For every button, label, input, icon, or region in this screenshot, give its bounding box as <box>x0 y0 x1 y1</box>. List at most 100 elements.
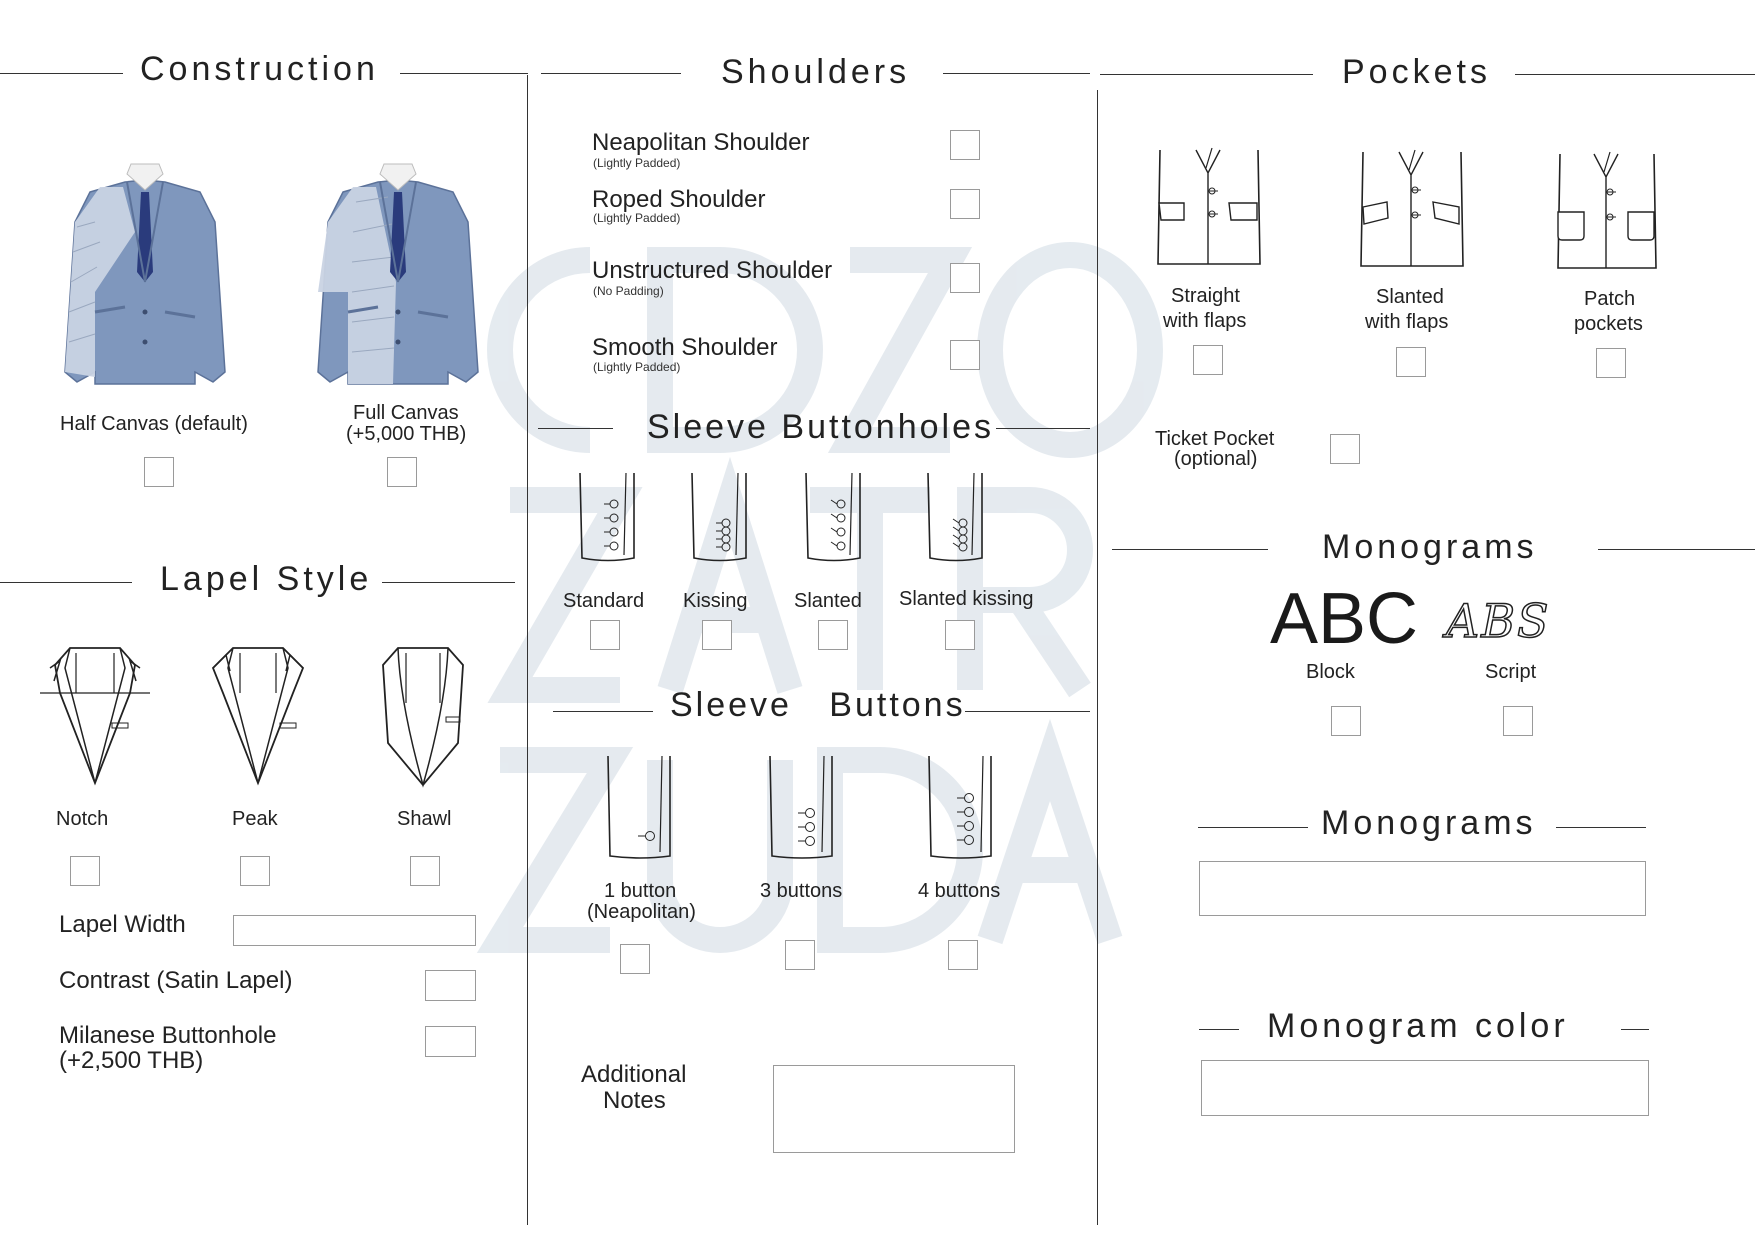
monograms-text-rule-left <box>1198 827 1308 828</box>
four-buttons-label: 4 buttons <box>918 880 1001 902</box>
ticket-pocket-checkbox[interactable] <box>1330 434 1360 464</box>
pockets-title: Pockets <box>1342 53 1491 91</box>
one-button-sleeve-icon <box>607 755 671 859</box>
lapel-width-field[interactable] <box>233 915 476 946</box>
monograms-text-title: Monograms <box>1321 804 1537 842</box>
shawl-label: Shawl <box>397 808 452 830</box>
standard-label: Standard <box>563 590 645 612</box>
lapel-width-label: Lapel Width <box>59 911 186 938</box>
slanted-flaps-label: Slanted <box>1376 286 1444 308</box>
shoulders-rule-right <box>943 73 1090 74</box>
standard-buttonhole-checkbox[interactable] <box>590 620 620 650</box>
monograms-style-title: Monograms <box>1322 528 1538 566</box>
slanted-flaps-checkbox[interactable] <box>1396 347 1426 377</box>
full-canvas-checkbox[interactable] <box>387 457 417 487</box>
lapel-rule-left <box>0 582 132 583</box>
standard-buttonhole-sleeve-icon <box>579 472 635 562</box>
kissing-label: Kissing <box>683 590 748 612</box>
contrast-satin-lapel-field[interactable] <box>425 970 476 1001</box>
peak-lapel-icon <box>211 647 305 786</box>
half-canvas-checkbox[interactable] <box>144 457 174 487</box>
peak-label: Peak <box>232 808 278 830</box>
construction-rule-left <box>0 73 123 74</box>
one-button-checkbox[interactable] <box>620 944 650 974</box>
construction-rule-right <box>400 73 528 74</box>
ticket-pocket-label: Ticket Pocket <box>1155 428 1275 450</box>
monograms-rule-left <box>1112 549 1268 550</box>
monogram-color-field[interactable] <box>1201 1060 1649 1116</box>
slanted-kissing-buttonhole-checkbox[interactable] <box>945 620 975 650</box>
half-canvas-label: Half Canvas (default) <box>60 413 248 435</box>
kissing-buttonhole-sleeve-icon <box>691 472 747 562</box>
slanted-buttonhole-sleeve-icon <box>805 472 861 562</box>
straight-flaps-checkbox[interactable] <box>1193 345 1223 375</box>
neapolitan-shoulder-label: Neapolitan Shoulder <box>592 129 810 156</box>
block-monogram-sample: ABC <box>1270 579 1419 659</box>
additional-notes-label-2: Notes <box>603 1087 666 1114</box>
patch-pocket-icon <box>1557 151 1657 269</box>
notch-checkbox[interactable] <box>70 856 100 886</box>
unstructured-shoulder-note: (No Padding) <box>593 284 664 298</box>
full-canvas-jacket-image <box>317 163 479 385</box>
shoulders-title: Shoulders <box>721 53 911 91</box>
four-buttons-checkbox[interactable] <box>948 940 978 970</box>
script-monogram-sample: ABS <box>1445 594 1551 648</box>
notch-lapel-icon <box>40 647 150 786</box>
additional-notes-field[interactable] <box>773 1065 1015 1153</box>
lapel-style-title: Lapel Style <box>160 560 373 598</box>
patch-pockets-checkbox[interactable] <box>1596 348 1626 378</box>
notch-label: Notch <box>56 808 109 830</box>
straight-flaps-label-2: with flaps <box>1163 310 1247 332</box>
monogram-text-field[interactable] <box>1199 861 1646 916</box>
contrast-satin-lapel-label: Contrast (Satin Lapel) <box>59 967 293 994</box>
column-divider-left <box>527 75 528 1225</box>
shoulders-rule-left <box>541 73 681 74</box>
sleeve-buttons-rule-right <box>965 711 1090 712</box>
slanted-flaps-label-2: with flaps <box>1365 311 1449 333</box>
slanted-flap-pocket-icon <box>1360 149 1464 267</box>
full-canvas-price: (+5,000 THB) <box>346 423 467 445</box>
kissing-buttonhole-checkbox[interactable] <box>702 620 732 650</box>
sleeve-buttonholes-title: Sleeve Buttonholes <box>647 408 994 446</box>
slanted-label: Slanted <box>794 590 862 612</box>
column-divider-right <box>1097 90 1098 1225</box>
slanted-kissing-label: Slanted kissing <box>899 588 1034 610</box>
buttonholes-rule-right <box>996 428 1090 429</box>
shawl-lapel-icon <box>382 647 464 788</box>
patch-pockets-label-2: pockets <box>1574 313 1643 335</box>
slanted-kissing-buttonhole-sleeve-icon <box>927 472 983 562</box>
half-canvas-jacket-image <box>64 163 226 385</box>
roped-shoulder-checkbox[interactable] <box>950 189 980 219</box>
milanese-buttonhole-field[interactable] <box>425 1026 476 1057</box>
pockets-rule-left <box>1100 74 1313 75</box>
script-monogram-checkbox[interactable] <box>1503 706 1533 736</box>
monogram-color-rule-left <box>1199 1029 1239 1030</box>
three-buttons-checkbox[interactable] <box>785 940 815 970</box>
neapolitan-shoulder-note: (Lightly Padded) <box>593 156 681 170</box>
straight-flaps-label: Straight <box>1171 285 1240 307</box>
smooth-shoulder-note: (Lightly Padded) <box>593 360 681 374</box>
monograms-rule-right <box>1598 549 1755 550</box>
smooth-shoulder-checkbox[interactable] <box>950 340 980 370</box>
unstructured-shoulder-checkbox[interactable] <box>950 263 980 293</box>
block-monogram-checkbox[interactable] <box>1331 706 1361 736</box>
slanted-buttonhole-checkbox[interactable] <box>818 620 848 650</box>
script-label: Script <box>1485 661 1537 683</box>
block-label: Block <box>1306 661 1355 683</box>
unstructured-shoulder-label: Unstructured Shoulder <box>592 257 833 284</box>
roped-shoulder-label: Roped Shoulder <box>592 186 766 213</box>
three-buttons-sleeve-icon <box>769 755 833 859</box>
buttonholes-rule-left <box>538 428 613 429</box>
sleeve-buttons-rule-left <box>553 711 653 712</box>
full-canvas-label: Full Canvas <box>353 402 459 424</box>
peak-checkbox[interactable] <box>240 856 270 886</box>
milanese-buttonhole-label: Milanese Buttonhole <box>59 1022 277 1049</box>
one-button-note: (Neapolitan) <box>587 901 696 923</box>
neapolitan-shoulder-checkbox[interactable] <box>950 130 980 160</box>
sleeve-buttons-title: Sleeve Buttons <box>670 686 966 724</box>
additional-notes-label: Additional <box>581 1061 687 1088</box>
shawl-checkbox[interactable] <box>410 856 440 886</box>
one-button-label: 1 button <box>604 880 677 902</box>
four-buttons-sleeve-icon <box>928 755 992 859</box>
smooth-shoulder-label: Smooth Shoulder <box>592 334 778 361</box>
